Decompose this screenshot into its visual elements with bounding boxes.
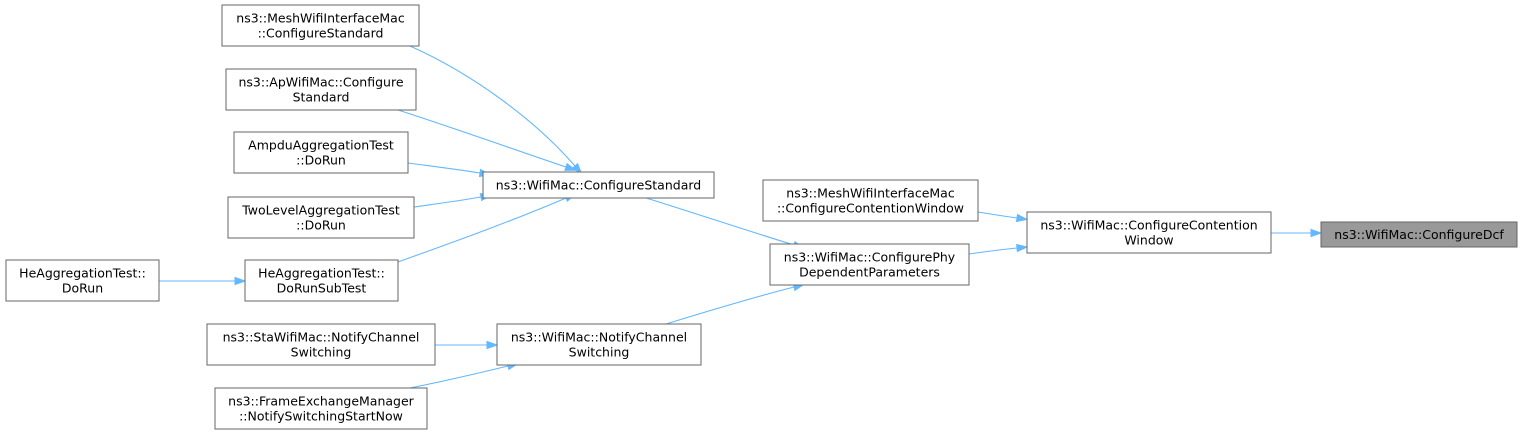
- edge-arrowhead: [571, 162, 583, 175]
- node-box: [482, 171, 715, 199]
- edge-arrowhead: [234, 276, 247, 286]
- edge-mesh_configure_standard-to-configure_standard: [409, 45, 583, 175]
- edge-line: [413, 196, 482, 208]
- edge-he_do_run_subtest-to-configure_standard: [397, 193, 577, 263]
- node-label-line: Standard: [293, 90, 350, 105]
- node-label-line: ns3::MeshWifiInterfaceMac: [786, 186, 955, 201]
- node-label-line: Window: [1124, 233, 1173, 248]
- node-he-do-run-subtest[interactable]: HeAggregationTest::DoRunSubTest: [244, 259, 399, 302]
- node-box: [227, 196, 415, 239]
- edge-line: [409, 365, 509, 389]
- node-fem-notify-switching-start-now[interactable]: ns3::FrameExchangeManager::NotifySwitchi…: [214, 387, 428, 430]
- edge-fem_notify_switching_start_now-to-notify_channel_switching: [409, 362, 520, 389]
- node-label-line: ::DoRun: [296, 218, 346, 233]
- edge-arrowhead: [1310, 228, 1323, 238]
- edge-sta_notify_channel_switching-to-notify_channel_switching: [434, 340, 499, 350]
- node-box: [221, 4, 420, 47]
- node-label-line: ns3::WifiMac::ConfigureDcf: [1334, 227, 1504, 242]
- call-graph-nodes: ns3::WifiMac::ConfigureDcfns3::WifiMac::…: [5, 4, 1518, 430]
- node-label-line: DependentParameters: [799, 265, 940, 280]
- node-box: [496, 323, 702, 366]
- node-label-line: ::NotifySwitchingStartNow: [239, 409, 403, 424]
- edge-ap_configure_standard-to-configure_standard: [397, 109, 577, 171]
- node-label-line: ns3::WifiMac::ConfigurePhy: [784, 250, 956, 265]
- node-box: [769, 243, 970, 286]
- edge-notify_channel_switching-to-configure_phy_dependent_parameters: [665, 283, 806, 325]
- edge-mesh_configure_contention_window-to-configure_contention_window: [977, 211, 1029, 223]
- node-label-line: TwoLevelAggregationTest: [241, 203, 400, 218]
- node-label-line: ::ConfigureContentionWindow: [777, 201, 964, 216]
- node-mesh-configure-contention-window[interactable]: ns3::MeshWifiInterfaceMac::ConfigureCont…: [762, 179, 979, 222]
- node-label-line: DoRunSubTest: [277, 281, 367, 296]
- edge-line: [397, 109, 567, 168]
- edge-line: [397, 197, 567, 263]
- node-label-line: DoRun: [62, 281, 103, 296]
- edge-arrowhead: [564, 162, 577, 171]
- edge-line: [642, 196, 795, 246]
- node-label-line: Switching: [291, 345, 352, 360]
- node-box: [225, 68, 417, 111]
- edge-line: [665, 286, 795, 325]
- edge-arrowhead: [486, 340, 499, 350]
- node-configure-standard[interactable]: ns3::WifiMac::ConfigureStandard: [482, 171, 715, 199]
- node-label-line: AmpduAggregationTest: [248, 138, 394, 153]
- node-he-do-run[interactable]: HeAggregationTest::DoRun: [5, 259, 160, 302]
- edge-line: [409, 45, 576, 167]
- edge-ampdu_do_run-to-configure_standard: [407, 162, 492, 178]
- node-configure-dcf[interactable]: ns3::WifiMac::ConfigureDcf: [1320, 221, 1518, 248]
- node-label-line: ns3::StaWifiMac::NotifyChannel: [223, 330, 420, 345]
- edge-configure_phy_dependent_parameters-to-configure_contention_window: [968, 243, 1029, 255]
- node-twolevel-do-run[interactable]: TwoLevelAggregationTest::DoRun: [227, 196, 415, 239]
- node-label-line: ns3::WifiMac::NotifyChannel: [511, 330, 687, 345]
- node-label-line: HeAggregationTest::: [258, 266, 385, 281]
- edge-line: [407, 162, 481, 174]
- node-box: [233, 131, 409, 174]
- node-box: [1320, 221, 1518, 248]
- node-label-line: ns3::MeshWifiInterfaceMac: [236, 11, 405, 26]
- node-box: [244, 259, 399, 302]
- node-label-line: ::ConfigureStandard: [258, 26, 384, 41]
- edge-he_do_run-to-he_do_run_subtest: [159, 276, 247, 286]
- edge-arrowhead: [1015, 213, 1029, 223]
- node-ampdu-do-run[interactable]: AmpduAggregationTest::DoRun: [233, 131, 409, 174]
- node-box: [762, 179, 979, 222]
- node-configure-phy-dependent-parameters[interactable]: ns3::WifiMac::ConfigurePhyDependentParam…: [769, 243, 970, 286]
- node-label-line: ::DoRun: [296, 153, 346, 168]
- node-label-line: ns3::WifiMac::ConfigureStandard: [496, 178, 701, 193]
- node-label-line: ns3::WifiMac::ConfigureContention: [1040, 218, 1257, 233]
- node-box: [1026, 211, 1272, 254]
- node-label-line: HeAggregationTest::: [19, 266, 146, 281]
- node-ap-configure-standard[interactable]: ns3::ApWifiMac::ConfigureStandard: [225, 68, 417, 111]
- node-label-line: ns3::FrameExchangeManager: [228, 394, 414, 409]
- node-mesh-configure-standard[interactable]: ns3::MeshWifiInterfaceMac::ConfigureStan…: [221, 4, 420, 47]
- edge-arrowhead: [1016, 243, 1029, 253]
- node-label-line: ns3::ApWifiMac::Configure: [238, 75, 403, 90]
- node-label-line: Switching: [569, 345, 630, 360]
- node-configure-contention-window[interactable]: ns3::WifiMac::ConfigureContentionWindow: [1026, 211, 1272, 254]
- node-box: [214, 387, 428, 430]
- node-box: [5, 259, 160, 302]
- edge-twolevel_do_run-to-configure_standard: [413, 192, 493, 208]
- node-box: [206, 323, 436, 366]
- edge-line: [968, 247, 1018, 255]
- edge-configure_contention_window-to-configure_dcf: [1271, 228, 1323, 238]
- edge-line: [977, 211, 1018, 219]
